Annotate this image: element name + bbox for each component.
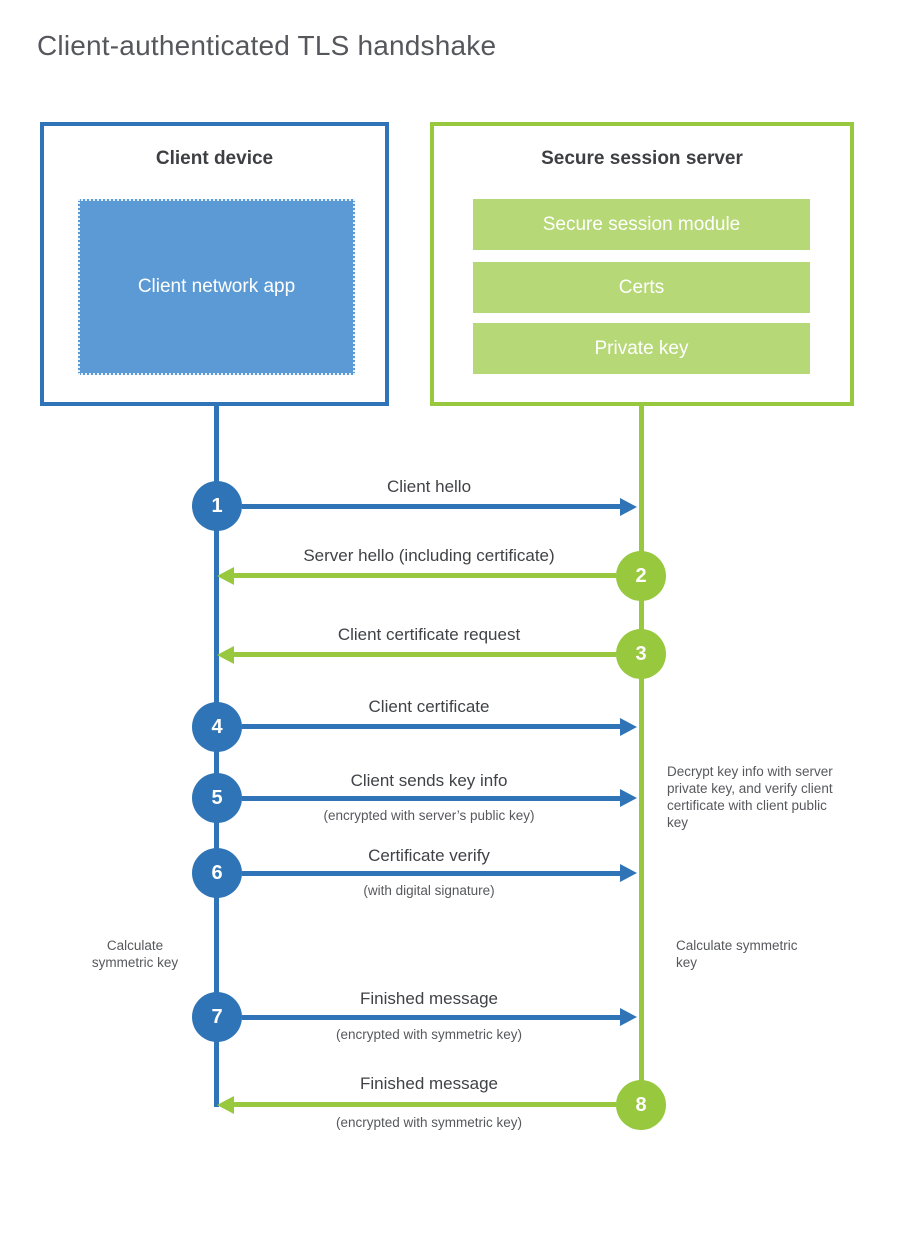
arrow-line xyxy=(242,724,622,729)
arrow-head-left-icon xyxy=(217,646,234,664)
message-label: Client sends key info xyxy=(350,771,508,790)
step-marker: 1 xyxy=(192,481,242,531)
server-decrypt-note: Decrypt key info with server private key… xyxy=(667,764,833,830)
message-label: Client certificate xyxy=(368,697,490,716)
arrow-head-right-icon xyxy=(620,498,637,516)
message-sublabel: (encrypted with symmetric key) xyxy=(335,1027,523,1042)
arrow-head-left-icon xyxy=(217,567,234,585)
step-marker: 5 xyxy=(192,773,242,823)
server-module-secure-session: Secure session module xyxy=(473,199,810,250)
step-marker: 6 xyxy=(192,848,242,898)
secure-session-server-title: Secure session server xyxy=(541,148,743,169)
arrow-line xyxy=(242,871,622,876)
arrow-head-right-icon xyxy=(620,789,637,807)
step-marker: 8 xyxy=(616,1080,666,1130)
arrow-line xyxy=(234,652,616,657)
arrow-head-right-icon xyxy=(620,864,637,882)
server-module-private-key: Private key xyxy=(473,323,810,374)
arrow-head-right-icon xyxy=(620,718,637,736)
server-module-certs: Certs xyxy=(473,262,810,313)
message-sublabel: (encrypted with server’s public key) xyxy=(323,808,535,823)
step-marker: 4 xyxy=(192,702,242,752)
message-sublabel: (encrypted with symmetric key) xyxy=(335,1115,523,1130)
client-network-app-box: Client network app xyxy=(78,199,355,375)
message-label: Client certificate request xyxy=(337,625,521,644)
client-network-app-label: Client network app xyxy=(137,275,296,297)
server-calculate-note: Calculate symmetric key xyxy=(676,938,798,970)
step-marker: 7 xyxy=(192,992,242,1042)
message-label: Certificate verify xyxy=(368,846,490,865)
arrow-line xyxy=(242,504,622,509)
message-label: Client hello xyxy=(386,477,472,496)
page-title: Client-authenticated TLS handshake xyxy=(37,30,497,61)
client-lifeline xyxy=(214,405,219,1107)
arrow-line xyxy=(242,1015,622,1020)
arrow-head-left-icon xyxy=(217,1096,234,1114)
message-label: Finished message xyxy=(360,1074,498,1093)
step-marker: 3 xyxy=(616,629,666,679)
arrow-line xyxy=(234,573,616,578)
message-label: Server hello (including certificate) xyxy=(303,546,555,565)
step-marker: 2 xyxy=(616,551,666,601)
arrow-line xyxy=(242,796,622,801)
arrow-head-right-icon xyxy=(620,1008,637,1026)
server-lifeline xyxy=(639,405,644,1107)
message-label: Finished message xyxy=(360,989,498,1008)
arrow-line xyxy=(234,1102,616,1107)
client-device-title: Client device xyxy=(155,148,274,169)
message-sublabel: (with digital signature) xyxy=(363,883,495,898)
client-calculate-note: Calculate symmetric key xyxy=(91,938,179,970)
